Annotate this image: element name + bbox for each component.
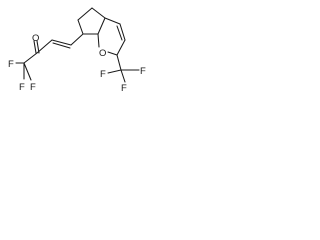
bond-ring-c6-c5 (77, 7, 93, 21)
bond-vinyl-ring (70, 33, 84, 46)
bond-ring-c3-c2 (116, 39, 126, 56)
bond-carbonyl-oxygen-a (33, 40, 37, 54)
atom-label-fluorine-left-2: F (19, 82, 25, 93)
bond-ring-c4-c3-a (119, 23, 126, 41)
bond-vinyl-double-a (51, 39, 72, 46)
bond-carbonyl-vinyl (36, 39, 53, 54)
bond-ring-fusion (97, 17, 106, 35)
atom-label-ketone-oxygen: O (32, 33, 39, 44)
bond-ring-c7-c6 (77, 19, 84, 35)
bond-ring-c5-c4a (91, 7, 106, 19)
bond-ring-c4a-c4 (104, 17, 121, 25)
bond-cf3-right-f3 (120, 69, 126, 83)
atom-label-fluorine-left-1: F (8, 59, 14, 70)
atom-labels: O O F F F F F F (8, 33, 146, 94)
atom-label-fluorine-right-3: F (121, 83, 127, 94)
atom-label-fluorine-right-2: F (140, 66, 146, 77)
bond-cf3-carbonyl (23, 52, 38, 64)
atom-label-ring-oxygen: O (99, 48, 106, 59)
bond-cf3-left-f3 (23, 62, 32, 81)
bond-vinyl-double-b (52, 42, 71, 49)
bond-ring-c4-c3-b (116, 25, 123, 41)
bond-cf3-right-f1 (107, 69, 122, 74)
atom-label-fluorine-left-3: F (30, 82, 36, 93)
atom-label-fluorine-right-1: F (100, 69, 106, 80)
chemical-structure-diagram: O O F F F F F F (8, 7, 146, 94)
bond-c2-cf3 (116, 54, 122, 71)
bond-ring-o-c7a (97, 33, 100, 48)
bond-lines (15, 7, 140, 83)
bond-ring-c2-o (107, 51, 118, 56)
